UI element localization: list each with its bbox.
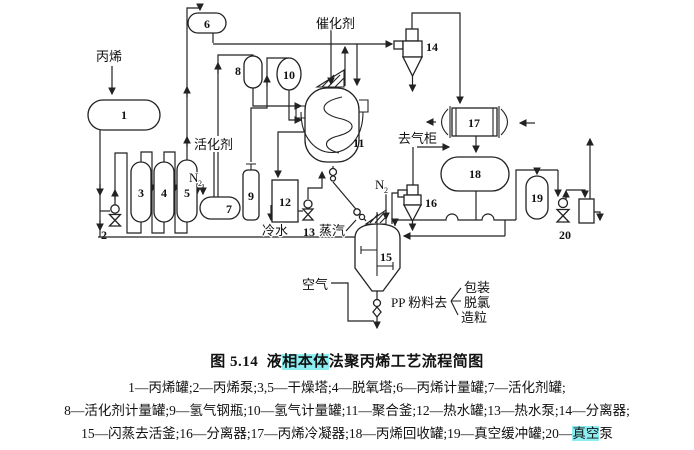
h2-to-reactor (288, 90, 303, 124)
propylene-pump-2 (107, 204, 123, 227)
hotwater-supply (307, 170, 326, 199)
equip-num-19: 19 (531, 191, 543, 205)
cold-water-label: 冷水 (262, 223, 288, 238)
granulation-label: 造粒 (461, 310, 487, 325)
legend-line-3-pre: 15—闪蒸去活釜;16—分离器;17—丙烯冷凝器;18—丙烯回收罐;19—真空缓… (81, 426, 573, 441)
caption-post: 法聚丙烯工艺流程简图 (328, 354, 484, 370)
overhead-to-condenser (411, 12, 464, 105)
drying-tower-3 (130, 161, 152, 223)
equip-num-7: 7 (226, 202, 232, 216)
nitrogen-label: N (189, 170, 199, 185)
gas-holder-label: 去气柜 (398, 131, 437, 146)
col4-col5-loop (163, 151, 188, 234)
equip-num-18: 18 (469, 167, 481, 181)
equip-num-20: 20 (559, 228, 571, 242)
activator-tank-7 (199, 196, 241, 220)
pump20-discharge (566, 189, 589, 199)
pump2-discharge (114, 152, 142, 234)
equipment-legend: 1—丙烯罐;2—丙烯泵;3,5—干燥塔;4—脱氧塔;6—丙烯计量罐;7—活化剂罐… (0, 376, 694, 445)
hot-water-tank-12 (271, 179, 299, 223)
equip-num-10: 10 (283, 68, 295, 82)
propylene-recovery-tank-18 (440, 156, 510, 192)
dechlorination-label: 脱氯 (464, 295, 490, 310)
separator-16 (397, 184, 423, 223)
air-line (331, 282, 374, 322)
pp-powder-label: PP 粉料去 (391, 295, 447, 310)
vessel15-vapor-to-16 (391, 192, 398, 224)
vacuum-header (515, 169, 558, 220)
equip-num-2: 2 (101, 228, 107, 242)
steam-line (345, 219, 357, 232)
equipment-shapes (87, 12, 595, 319)
drying-tower-5 (176, 159, 198, 223)
agitator-icon (360, 212, 394, 276)
propylene-meter-tank-6 (187, 12, 227, 34)
steam-valve-icon (353, 208, 361, 216)
nitrogen-sub: 2 (198, 179, 202, 188)
equip-num-3: 3 (138, 186, 144, 200)
equip-num-5: 5 (184, 186, 190, 200)
figure-number: 图 5.14 (210, 354, 259, 370)
activator-meter-tank-8 (243, 55, 263, 89)
reactor-bottom-valve-icon (328, 167, 338, 177)
propylene-tank-1 (87, 99, 161, 131)
polymerization-reactor-11 (295, 69, 369, 182)
separator-14 (393, 28, 424, 78)
equip-num-13: 13 (303, 225, 315, 239)
legend-line-3: 15—闪蒸去活釜;16—分离器;17—丙烯冷凝器;18—丙烯回收罐;19—真空缓… (0, 422, 694, 445)
packaging-label: 包装 (464, 280, 490, 295)
riser-to-tank6 (186, 3, 204, 160)
deoxygen-tower-4 (153, 161, 175, 223)
col3-col4-loop (140, 151, 165, 234)
activator-to-reactor (252, 88, 303, 110)
flash-deactivation-vessel-15 (353, 208, 401, 319)
legend-line-3-highlight: 真空 (572, 426, 600, 441)
equip-num-11: 11 (353, 136, 364, 150)
return-header (394, 213, 516, 226)
propylene-label: 丙烯 (96, 49, 122, 64)
steam-label: 蒸汽 (319, 223, 345, 238)
pp-fork-lines (450, 287, 462, 316)
hydrogen-meter-tank-10 (276, 57, 302, 91)
knockout-box (578, 198, 595, 224)
figure-caption: 图 5.14 液相本体法聚丙烯工艺流程简图 (0, 350, 694, 371)
catalyst-label: 催化剂 (316, 16, 355, 31)
vacuum-pump-20 (555, 197, 571, 223)
air-label: 空气 (302, 277, 328, 292)
reactor-drive-icon (315, 69, 345, 88)
equip-num-9: 9 (248, 189, 254, 203)
equip-num-15: 15 (380, 250, 392, 264)
equip-num-6: 6 (204, 17, 210, 31)
hydrogen-cylinder-9 (242, 163, 260, 221)
caption-highlight: 相本体 (282, 354, 329, 370)
equip-num-12: 12 (279, 195, 291, 209)
equip-num-16: 16 (425, 196, 437, 210)
vacuum-buffer-tank-19 (525, 175, 549, 220)
legend-line-1: 1—丙烯罐;2—丙烯泵;3,5—干燥塔;4—脱氧塔;6—丙烯计量罐;7—活化剂罐… (128, 380, 566, 395)
equip-num-4: 4 (161, 186, 167, 200)
jacket-return (274, 131, 304, 179)
box-outlet (593, 211, 604, 222)
equip-num-1: 1 (121, 108, 127, 122)
h2-line (250, 57, 289, 162)
hot-water-pump-13 (301, 199, 315, 221)
equip-num-17: 17 (468, 116, 480, 130)
activator-label: 活化剂 (194, 137, 233, 152)
bottom-valve-icon (372, 298, 382, 308)
propylene-condenser-17 (440, 106, 509, 138)
nitrogen2-label: N (375, 177, 385, 192)
nitrogen2-sub: 2 (384, 186, 388, 195)
vessel15-drive-icon (364, 208, 387, 225)
diagram-labels: 丙烯 活化剂 N 2 催化剂 去气柜 N 2 冷水 蒸汽 空气 PP 粉料去 包… (95, 15, 571, 327)
caption-pre: 液 (266, 354, 283, 370)
equip-num-14: 14 (426, 40, 438, 54)
equip-num-8: 8 (235, 64, 241, 78)
legend-line-2: 8—活化剂计量罐;9—氢气钢瓶;10—氢气计量罐;11—聚合釜;12—热水罐;1… (64, 403, 630, 418)
process-flow-diagram: 丙烯 活化剂 N 2 催化剂 去气柜 N 2 冷水 蒸汽 空气 PP 粉料去 包… (87, 3, 604, 330)
legend-line-3-post: 泵 (599, 426, 613, 441)
